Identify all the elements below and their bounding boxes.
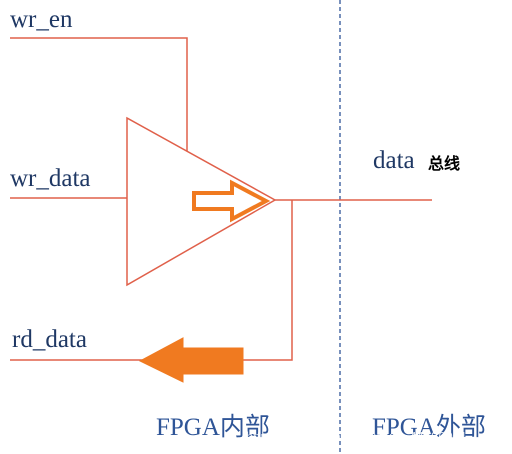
wr-data-label: wr_data — [10, 165, 91, 192]
bus-label: 总线 — [428, 154, 460, 173]
rd-data-label: rd_data — [12, 326, 87, 353]
wr-en-label: wr_en — [10, 6, 73, 33]
wr-en-wire — [10, 37, 188, 155]
write-direction-arrow — [192, 179, 271, 223]
fpga-outside-label: FPGA外部 — [372, 413, 486, 441]
watermark: https://blog.csdn.net/weixin_44786001 — [246, 429, 467, 444]
data-label: data — [373, 147, 415, 174]
rd-data-wire — [10, 200, 293, 361]
fpga-inside-label: FPGA内部 — [156, 413, 270, 441]
read-direction-arrow — [138, 337, 244, 383]
